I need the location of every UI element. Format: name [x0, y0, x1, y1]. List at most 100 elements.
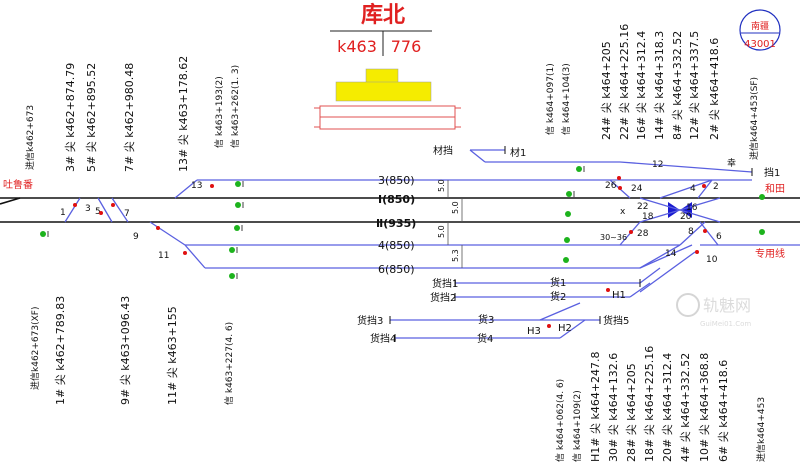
station-km: k463: [337, 37, 377, 56]
place-hetian: 和田: [765, 183, 785, 195]
annotations-bottom-right: 信 k464+062(4. 6) 信 k464+109(2) H1# 尖 k46…: [554, 346, 767, 462]
switch-point: [618, 186, 622, 190]
buffer-stops: [389, 146, 753, 342]
main-lines: [0, 197, 800, 223]
kilometer-label: 信 k463+193(2): [213, 76, 225, 148]
diamond-crossing: [639, 197, 721, 223]
kilometer-label: 18# 尖 k464+225.16: [643, 346, 656, 462]
siding-label: 挡1: [764, 166, 780, 179]
track-3-label: 3(850): [378, 174, 415, 187]
platform: [314, 105, 461, 130]
kilometer-label: 6# 尖 k464+418.6: [717, 360, 730, 462]
stamp-line1: 南疆: [751, 20, 769, 32]
siding-label: 货挡1: [432, 277, 458, 290]
watermark-name: 轨魅网: [703, 296, 751, 315]
kilometer-label: 16# 尖 k464+312.4: [635, 31, 648, 140]
kilometer-label: 28# 尖 k464+205: [625, 363, 638, 462]
switch-number: 4: [690, 184, 696, 194]
signal-lamp: [565, 211, 571, 217]
kilometer-label: 8# 尖 k464+332.52: [671, 31, 684, 140]
kilometer-label: 30# 尖 k464+132.6: [607, 353, 620, 462]
switch-number: 20: [680, 212, 692, 222]
gauge-label: 5.0: [437, 225, 446, 238]
track-I-label: Ⅰ(850): [378, 193, 415, 206]
switch-number: 30~36: [600, 233, 627, 242]
switch-point: [99, 211, 103, 215]
switch-point: [73, 203, 77, 207]
switch-point: [617, 176, 621, 180]
siding-label: 货挡5: [603, 314, 629, 327]
signal-lamp: [40, 231, 46, 237]
switch-number: 13: [191, 181, 202, 191]
siding-label: H1: [612, 290, 626, 301]
station-name: 库北: [361, 3, 405, 28]
switch-number: 10: [706, 255, 718, 265]
gauge-label: 5.0: [437, 179, 446, 192]
kilometer-label: 进信k464+453: [755, 397, 767, 462]
switch-number: 22: [637, 202, 648, 212]
stamp: 南疆 43001: [739, 9, 781, 51]
switch-number: 5: [95, 207, 101, 217]
switch-number: 12: [652, 160, 663, 170]
kilometer-label: H1# 尖 k464+247.8: [589, 351, 602, 462]
switch-number: 7: [124, 209, 130, 219]
kilometer-label: 进信k462+673(XF): [29, 307, 41, 390]
switch-point: [606, 288, 610, 292]
stamp-line2: 43001: [744, 39, 776, 50]
switch-number: 8: [688, 227, 694, 237]
gauge-label: 5.0: [451, 201, 460, 214]
kilometer-label: 信 k463+227(4. 6): [223, 322, 235, 405]
switch-number: 18: [642, 212, 654, 222]
kilometer-label: 1# 尖 k462+789.83: [54, 296, 67, 405]
switch-point: [695, 250, 699, 254]
switch-point: [702, 184, 706, 188]
kilometer-label: 进信k462+673: [24, 105, 36, 170]
kilometer-label: 进信k464+453(SF): [748, 77, 760, 160]
switch-number: 3: [85, 204, 91, 214]
switch-point: [547, 324, 551, 328]
siding-label: H3: [527, 326, 541, 337]
signal-lamp: [229, 247, 235, 253]
track-6-label: 6(850): [378, 263, 415, 276]
kilometer-label: 3# 尖 k462+874.79: [64, 63, 77, 172]
switch-number: x: [620, 207, 626, 217]
siding-label: 货4: [477, 332, 493, 345]
switch-number: 26: [605, 181, 617, 191]
kilometer-label: 13# 尖 k463+178.62: [177, 56, 190, 172]
signal-stands: [47, 166, 585, 279]
place-zhuanyong: 专用线: [755, 247, 785, 260]
kilometer-label: 24# 尖 k464+205: [600, 41, 613, 140]
kilometer-label: 7# 尖 k462+980.48: [123, 63, 136, 172]
annotations-bottom-left: 进信k462+673(XF) 1# 尖 k462+789.83 9# 尖 k46…: [29, 296, 235, 405]
gauge-label: 5.3: [451, 249, 460, 262]
switch-number: 11: [158, 251, 169, 261]
signal-lamp: [576, 166, 582, 172]
switch-number: 16: [686, 203, 698, 213]
siding-label: H2: [558, 323, 572, 334]
kilometer-label: 11# 尖 k463+155: [166, 306, 179, 405]
signal-lamp: [235, 202, 241, 208]
switch-point: [183, 251, 187, 255]
kilometer-label: 2# 尖 k464+418.6: [708, 38, 721, 140]
signal-lamp: [566, 191, 572, 197]
switch-point: [629, 230, 633, 234]
kilometer-label: 信 k464+097(1): [544, 63, 556, 135]
track-4-label: 4(850): [378, 239, 415, 252]
switch-number: 2: [713, 182, 719, 192]
signal-lamp: [235, 181, 241, 187]
dimension-markers: [447, 180, 463, 268]
siding-label: 货3: [478, 313, 494, 326]
annotations-top-left: 进信k462+673 3# 尖 k462+874.79 5# 尖 k462+89…: [24, 56, 241, 172]
place-turpan: 吐鲁番: [3, 178, 33, 191]
siding-label: 材挡: [433, 144, 453, 157]
kilometer-label: 9# 尖 k463+096.43: [119, 296, 132, 405]
switch-point: [111, 203, 115, 207]
kilometer-label: 12# 尖 k464+337.5: [688, 31, 701, 140]
kilometer-label: 5# 尖 k462+895.52: [85, 63, 98, 172]
switch-number: 6: [716, 232, 722, 242]
siding-label: 幸: [727, 158, 736, 169]
kilometer-label: 信 k464+109(2): [571, 390, 583, 462]
switch-number: 14: [665, 249, 677, 259]
signal-lamp: [759, 229, 765, 235]
